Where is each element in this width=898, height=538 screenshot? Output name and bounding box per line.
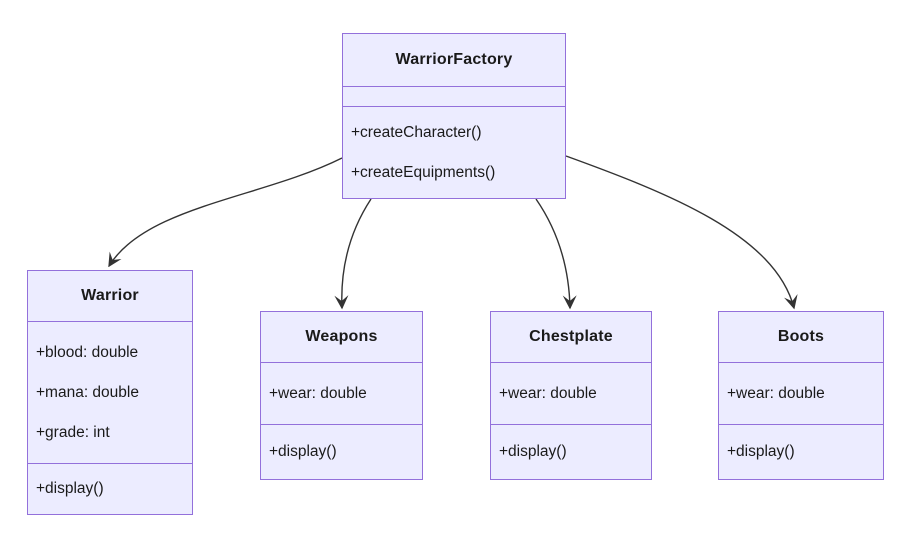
edge-warriorfactory-to-chestplate: [535, 198, 577, 310]
class-weapons: Weapons +wear: double +display(): [260, 311, 423, 480]
class-boots: Boots +wear: double +display(): [718, 311, 884, 480]
class-title-chestplate: Chestplate: [529, 328, 613, 345]
class-attribute: +grade: int: [36, 423, 110, 441]
class-warriorfactory: WarriorFactory +createCharacter() +creat…: [342, 33, 566, 199]
class-methods-weapons: +display(): [261, 424, 422, 479]
class-attributes-weapons: +wear: double: [261, 362, 422, 424]
class-warrior: Warrior +blood: double +mana: double +gr…: [27, 270, 193, 515]
edge-warriorfactory-to-boots: [565, 155, 798, 310]
edge-warriorfactory-to-weapons: [334, 198, 372, 310]
class-title-warriorfactory: WarriorFactory: [395, 51, 513, 68]
class-method: +createEquipments(): [351, 163, 496, 181]
class-attributes-boots: +wear: double: [719, 362, 883, 424]
class-attribute: +blood: double: [36, 343, 139, 361]
class-title-warrior: Warrior: [81, 287, 139, 304]
class-attribute: +wear: double: [269, 384, 367, 402]
class-attributes-warriorfactory: [343, 86, 565, 106]
class-attribute: +wear: double: [499, 384, 597, 402]
class-methods-chestplate: +display(): [491, 424, 651, 479]
class-method: +createCharacter(): [351, 123, 482, 141]
class-chestplate: Chestplate +wear: double +display(): [490, 311, 652, 480]
class-method: +display(): [727, 443, 795, 460]
class-method: +display(): [499, 443, 567, 460]
class-method: +display(): [269, 443, 337, 460]
class-attribute: +mana: double: [36, 383, 139, 401]
edge-warriorfactory-to-warrior: [108, 157, 343, 268]
class-methods-boots: +display(): [719, 424, 883, 479]
class-methods-warrior: +display(): [28, 463, 192, 514]
class-attributes-chestplate: +wear: double: [491, 362, 651, 424]
class-attributes-warrior: +blood: double +mana: double +grade: int: [28, 321, 192, 463]
class-title-boots: Boots: [777, 328, 825, 345]
class-attribute: +wear: double: [727, 384, 825, 402]
class-method: +display(): [36, 480, 104, 497]
class-title-weapons: Weapons: [305, 328, 378, 345]
class-methods-warriorfactory: +createCharacter() +createEquipments(): [343, 106, 565, 198]
